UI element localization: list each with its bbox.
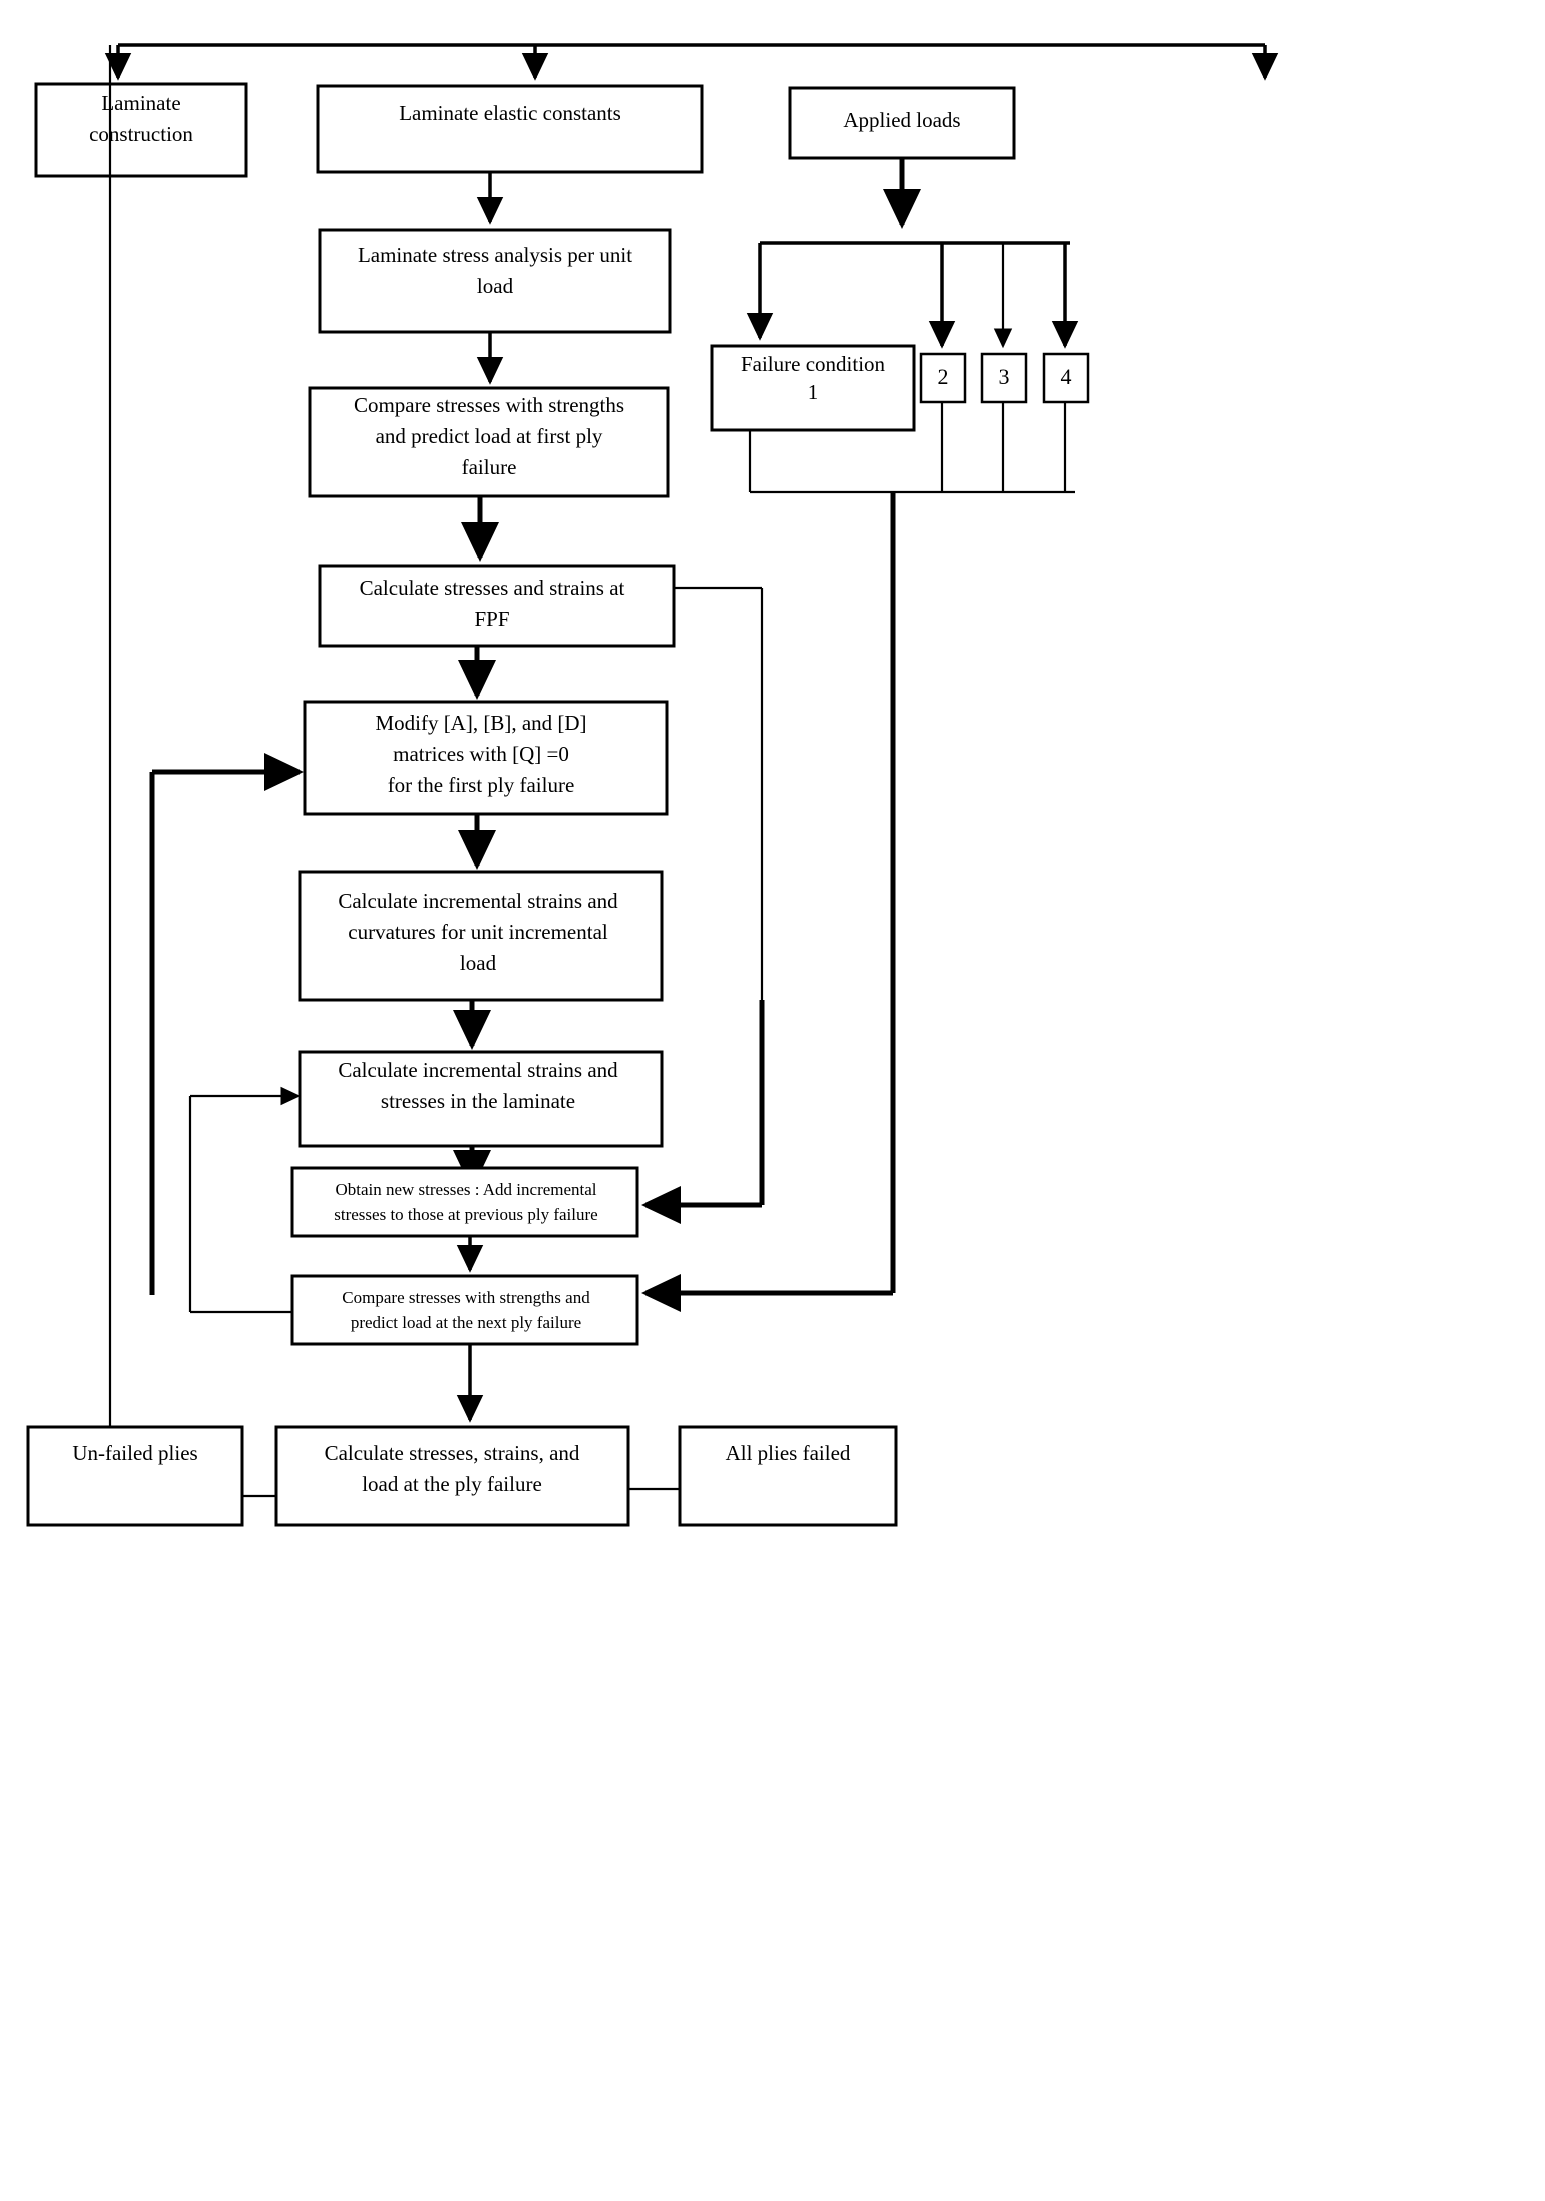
compare-first-ply-line3: failure bbox=[462, 455, 517, 479]
failure-condition-2-value: 2 bbox=[938, 364, 949, 389]
laminate-stress-analysis-line1: Laminate stress analysis per unit bbox=[358, 243, 632, 267]
top-distribution-bus bbox=[104, 43, 1279, 81]
laminate-elastic-constants-line1: Laminate elastic constants bbox=[399, 101, 621, 125]
calc-incremental-curvatures-line2: curvatures for unit incremental bbox=[348, 920, 608, 944]
node-obtain-new-stresses[interactable] bbox=[290, 1166, 639, 1238]
un-failed-plies-line1: Un-failed plies bbox=[72, 1441, 197, 1465]
node-calculate-fpf[interactable] bbox=[318, 564, 676, 648]
label-laminate-construction: Laminate construction bbox=[89, 91, 193, 146]
failure-condition-1-line2: 1 bbox=[808, 380, 819, 404]
label-un-failed-plies: Un-failed plies bbox=[72, 1441, 197, 1465]
label-calculate-fpf: Calculate stresses and strains at FPF bbox=[360, 576, 625, 631]
calc-incremental-laminate-line1: Calculate incremental strains and bbox=[338, 1058, 618, 1082]
calc-incremental-curvatures-line1: Calculate incremental strains and bbox=[338, 889, 618, 913]
modify-abd-line2: matrices with [Q] =0 bbox=[393, 742, 569, 766]
modify-abd-line3: for the first ply failure bbox=[388, 773, 575, 797]
label-calc-incremental-curvatures: Calculate incremental strains and curvat… bbox=[338, 889, 618, 975]
node-compare-first-ply[interactable] bbox=[308, 386, 670, 498]
laminate-stress-analysis-line2: load bbox=[477, 274, 514, 298]
node-applied-loads[interactable] bbox=[788, 86, 1016, 160]
calculate-fpf-line2: FPF bbox=[474, 607, 509, 631]
label-failure-condition-4: 4 bbox=[1061, 364, 1072, 389]
obtain-new-stresses-line1: Obtain new stresses : Add incremental bbox=[335, 1180, 596, 1199]
compare-next-ply-line2: predict load at the next ply failure bbox=[351, 1313, 581, 1332]
edge-feedback-to-modify-abd bbox=[149, 753, 305, 1295]
node-laminate-stress-analysis[interactable] bbox=[318, 228, 672, 334]
label-laminate-elastic-constants: Laminate elastic constants bbox=[399, 101, 621, 125]
failure-condition-1-line1: Failure condition bbox=[741, 352, 886, 376]
label-compare-first-ply: Compare stresses with strengths and pred… bbox=[354, 393, 624, 479]
calc-incremental-laminate-line2: stresses in the laminate bbox=[381, 1089, 575, 1113]
laminate-construction-line2: construction bbox=[89, 122, 193, 146]
label-calculate-ply-failure: Calculate stresses, strains, and load at… bbox=[325, 1441, 580, 1496]
node-calculate-ply-failure[interactable] bbox=[274, 1425, 630, 1527]
calculate-ply-failure-line2: load at the ply failure bbox=[362, 1472, 542, 1496]
compare-first-ply-line2: and predict load at first ply bbox=[376, 424, 603, 448]
applied-loads-line1: Applied loads bbox=[843, 108, 960, 132]
label-modify-abd: Modify [A], [B], and [D] matrices with [… bbox=[375, 711, 586, 797]
edge-fpf-feedback-to-obtain-new-stresses bbox=[640, 586, 765, 1224]
compare-first-ply-line1: Compare stresses with strengths bbox=[354, 393, 624, 417]
node-laminate-elastic-constants[interactable] bbox=[316, 84, 704, 174]
label-failure-condition-1: Failure condition 1 bbox=[741, 352, 886, 404]
edge-compare-next-to-incremental-laminate bbox=[188, 1086, 301, 1314]
modify-abd-line1: Modify [A], [B], and [D] bbox=[375, 711, 586, 735]
calc-incremental-curvatures-line3: load bbox=[460, 951, 497, 975]
label-compare-next-ply: Compare stresses with strengths and pred… bbox=[342, 1288, 590, 1332]
label-failure-condition-3: 3 bbox=[999, 364, 1010, 389]
compare-next-ply-line1: Compare stresses with strengths and bbox=[342, 1288, 590, 1307]
laminate-construction-line1: Laminate bbox=[101, 91, 180, 115]
calculate-ply-failure-line1: Calculate stresses, strains, and bbox=[325, 1441, 580, 1465]
label-laminate-stress-analysis: Laminate stress analysis per unit load bbox=[358, 243, 632, 298]
failure-condition-collector bbox=[640, 402, 1075, 1312]
node-laminate-construction[interactable] bbox=[34, 82, 248, 178]
node-un-failed-plies[interactable] bbox=[26, 1425, 244, 1527]
node-compare-next-ply[interactable] bbox=[290, 1274, 639, 1346]
label-obtain-new-stresses: Obtain new stresses : Add incremental st… bbox=[334, 1180, 597, 1224]
node-calc-incremental-curvatures[interactable] bbox=[298, 870, 664, 1002]
failure-condition-4-value: 4 bbox=[1061, 364, 1072, 389]
node-all-plies-failed[interactable] bbox=[678, 1425, 898, 1527]
label-calc-incremental-laminate: Calculate incremental strains and stress… bbox=[338, 1058, 618, 1113]
obtain-new-stresses-line2: stresses to those at previous ply failur… bbox=[334, 1205, 597, 1224]
calculate-fpf-line1: Calculate stresses and strains at bbox=[360, 576, 625, 600]
node-calc-incremental-laminate[interactable] bbox=[298, 1050, 664, 1148]
all-plies-failed-line1: All plies failed bbox=[726, 1441, 851, 1465]
failure-condition-bus bbox=[746, 241, 1079, 349]
label-all-plies-failed: All plies failed bbox=[726, 1441, 851, 1465]
failure-condition-3-value: 3 bbox=[999, 364, 1010, 389]
label-applied-loads: Applied loads bbox=[843, 108, 960, 132]
node-failure-condition-1[interactable] bbox=[710, 344, 916, 432]
node-modify-abd[interactable] bbox=[303, 700, 669, 816]
label-failure-condition-2: 2 bbox=[938, 364, 949, 389]
